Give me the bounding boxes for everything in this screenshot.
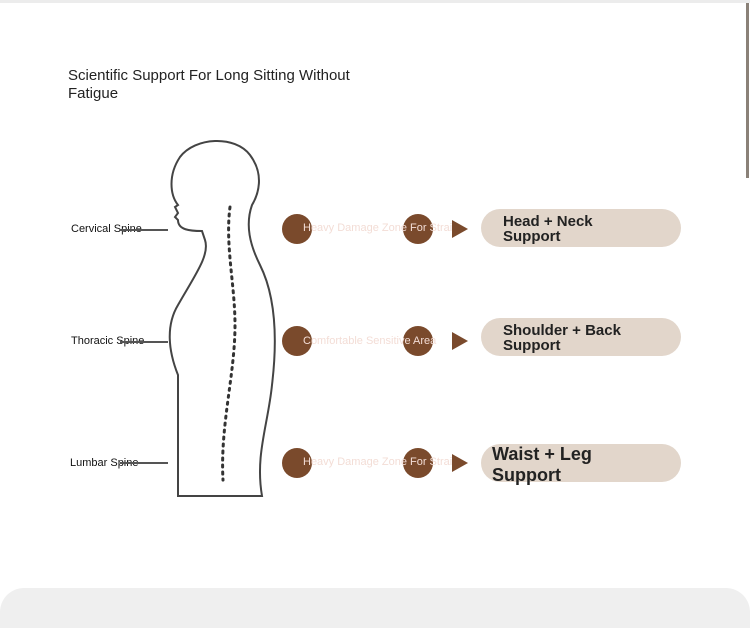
arrow-right-icon [452,220,468,238]
marker-dot [403,326,433,356]
cervical-spine-label: Cervical Spine [71,223,142,235]
support-pill: Shoulder + Back Support [481,318,681,356]
marker-dot [282,214,312,244]
lumbar-spine-label: Lumbar Spine [70,457,139,469]
marker-dot [403,448,433,478]
lumbar-pointer-line [120,462,168,464]
page-title: Scientific Support For Long Sitting With… [68,67,350,102]
support-label: Shoulder + Back Support [503,322,621,354]
support-pill: Waist + Leg Support [481,444,681,485]
arrow-right-icon [452,332,468,350]
marker-dot [282,326,312,356]
body-silhouette-icon [168,140,276,497]
support-pill: Head + Neck Support [481,209,681,247]
top-bar [0,0,750,3]
marker-dot [403,214,433,244]
cervical-pointer-line [120,229,168,231]
support-label: Waist + Leg Support [492,444,592,485]
marker-dot [282,448,312,478]
thoracic-spine-label: Thoracic Spine [71,335,145,347]
zone-text: Heavy Damage Zone For Strain [303,456,459,468]
zone-text: Comfortable Sensitive Area [303,335,437,347]
arrow-right-icon [452,454,468,472]
scrollbar[interactable] [746,3,749,178]
bottom-panel [0,588,750,628]
support-label: Head + Neck Support [503,213,593,245]
zone-text: Heavy Damage Zone For Strain [303,222,459,234]
thoracic-pointer-line [120,341,168,343]
